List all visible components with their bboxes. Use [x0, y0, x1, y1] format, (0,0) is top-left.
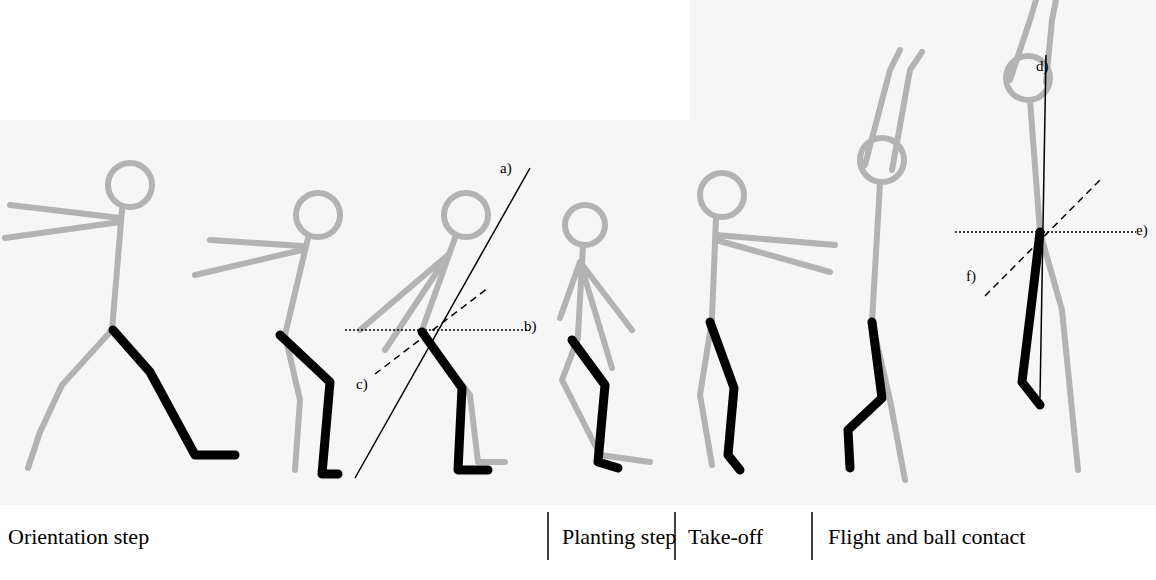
black-legs [113, 232, 1040, 474]
arms [1010, 0, 1056, 82]
head [700, 173, 744, 217]
horizontal-line [955, 231, 1136, 233]
phase-dividers [548, 512, 812, 560]
black-leg [113, 330, 235, 455]
divider [811, 512, 813, 560]
reference-line [1040, 55, 1046, 398]
background-panel [690, 0, 1156, 505]
rear-leg [28, 330, 112, 468]
angle-letter: f) [966, 268, 976, 285]
phase-label: Orientation step [8, 525, 149, 549]
rear-leg [700, 320, 712, 465]
phase-label: Flight and ball contact [828, 525, 1025, 549]
angle-letter: e) [1136, 222, 1148, 239]
angle-letter: b) [524, 318, 537, 335]
arms [5, 205, 120, 238]
divider [547, 512, 549, 560]
angle-letter: d) [1036, 58, 1049, 75]
arms [865, 50, 922, 170]
gray-figures [5, 0, 1078, 480]
arms [716, 235, 835, 272]
black-leg [848, 322, 882, 468]
reference-line [355, 168, 530, 478]
torso [1030, 100, 1040, 232]
torso [872, 183, 880, 322]
arms [195, 240, 302, 275]
segment-line [985, 180, 1100, 296]
phase-label: Planting step [562, 525, 676, 549]
black-leg [710, 322, 740, 470]
head [444, 193, 488, 237]
black-leg [572, 340, 618, 468]
black-leg [280, 335, 338, 474]
head [296, 193, 340, 237]
head [565, 205, 605, 245]
angle-lines [345, 55, 1136, 478]
rear-leg [1040, 232, 1078, 470]
horizontal-line [345, 329, 530, 331]
torso [112, 210, 122, 330]
head [108, 163, 152, 207]
angle-letter: a) [500, 160, 512, 177]
background-panel [0, 120, 690, 505]
phase-label: Take-off [688, 525, 763, 549]
black-leg [1022, 232, 1040, 405]
segment-line [375, 288, 488, 374]
black-leg [422, 332, 488, 470]
angle-letter: c) [356, 376, 368, 393]
